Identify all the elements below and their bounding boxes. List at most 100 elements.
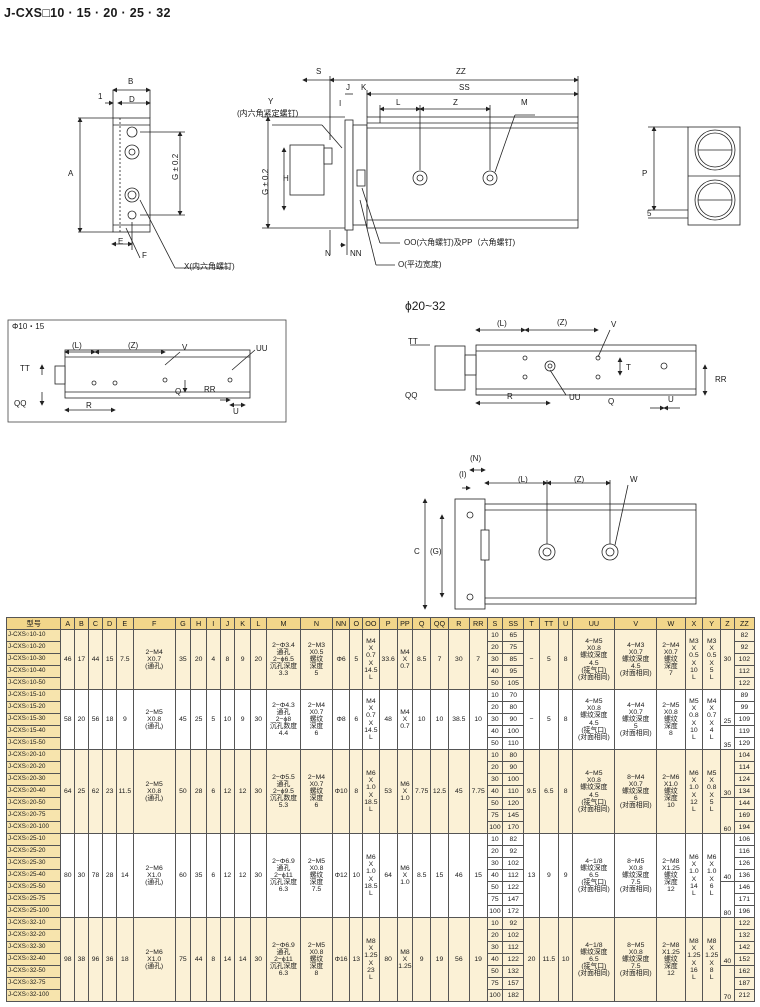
cell-s: 10 [486,629,504,642]
cell-line: 4−1/8 [585,941,603,949]
dim-label: ZZ [456,67,466,76]
cell-line: X [402,655,408,663]
dim-label: U [668,395,674,404]
column-header: RR [468,617,488,630]
cell-line: (接气口) [581,963,607,971]
cell-p: 33.6 [378,629,398,690]
cell-line: 8−M5 [627,941,645,949]
cell-line: X [368,777,374,785]
cell-line: 2−ϕ6.5 [272,655,294,663]
cell-zz: 162 [733,965,756,978]
cell-line: X0.8 [663,708,678,716]
cell-s: 20 [486,845,504,858]
cell-line: L [709,889,714,897]
cell-line: X0.8 [309,948,324,956]
cell-line: 1.0 [366,784,376,792]
cell-line: X [709,645,714,653]
phi20-32-side-drawing [410,327,708,411]
cell-line: X0.8 [628,948,643,956]
cell-line: 7.5 [631,963,641,971]
cell-line: 6.5 [589,955,599,963]
cell-line: 14.5 [364,666,378,674]
cell-ss: 95 [502,665,525,678]
cell-s: 40 [486,785,504,798]
cell-line: X [402,715,408,723]
cell-line: X [709,861,714,869]
cell-s: 10 [486,689,504,702]
cell-line: 5.3 [278,802,289,810]
cell-line: 深度 [309,663,324,671]
cell-d: 23 [102,749,117,834]
cell-zz: 109 [733,713,756,726]
cell-s: 75 [486,809,504,822]
cell-line: M8 [366,938,376,946]
cell-line: 螺纹 [664,655,678,663]
cell-line: X1.0 [147,955,162,963]
column-header: X [684,617,704,630]
cell-i: 8 [206,917,221,1002]
cell-line: 沉孔数度 [269,795,298,803]
cell-line: 螺纹深度 [622,655,650,663]
cell-tt: 11.5 [538,917,559,1002]
dim-label: QQ [405,391,418,400]
cell-line: 4.4 [278,730,289,738]
cell-ss: 112 [502,941,525,954]
column-header: K [234,617,251,630]
cell-line: 4−M5 [585,698,603,706]
dim-label: Q [608,397,615,406]
column-header: QQ [430,617,449,630]
cell-line: L [692,889,696,897]
model-cell: J-CXS○25-75 [5,893,62,906]
cell-o: 10 [349,833,363,918]
cell-ss: 110 [502,737,525,750]
cell-z: 40 [720,917,735,966]
cell-line: X [402,955,408,963]
cell-zz: 112 [733,665,756,678]
cell-zz: 122 [733,917,756,930]
cell-line: X0.8 [628,864,643,872]
cell-zz: 99 [733,701,756,714]
dim-label: P [642,169,648,178]
cell-line: 4.5 [589,659,599,667]
cell-line: 深度 [309,963,324,971]
cell-line: 7 [668,670,673,678]
cell-s: 100 [486,821,504,834]
cell-l: 20 [249,629,267,690]
column-header: N [300,617,333,630]
cell-s: 50 [486,881,504,894]
dim-label: R [507,392,513,401]
cell-ss: 182 [502,989,525,1002]
dim-label: TT [20,364,30,373]
dim-label: R [86,401,92,410]
dim-label: (L) [518,475,528,484]
cell-line: (接气口) [581,879,607,887]
cell-t: 9.5 [523,749,540,834]
cell-ss: 80 [502,701,525,714]
cell-g: 45 [174,689,192,750]
cell-line: 4.5 [589,719,599,727]
cell-q: 8.5 [412,629,432,690]
cell-h: 20 [190,629,207,690]
cell-line: (接气口) [581,798,607,806]
model-cell: J-CXS○25-10 [5,833,62,846]
column-header: F [132,617,176,630]
cell-line: 1.0 [400,879,410,887]
cell-line: X0.8 [147,715,162,723]
cell-b: 17 [74,629,89,690]
cell-ss: 172 [502,905,525,918]
cell-line: 1.0 [689,784,699,792]
